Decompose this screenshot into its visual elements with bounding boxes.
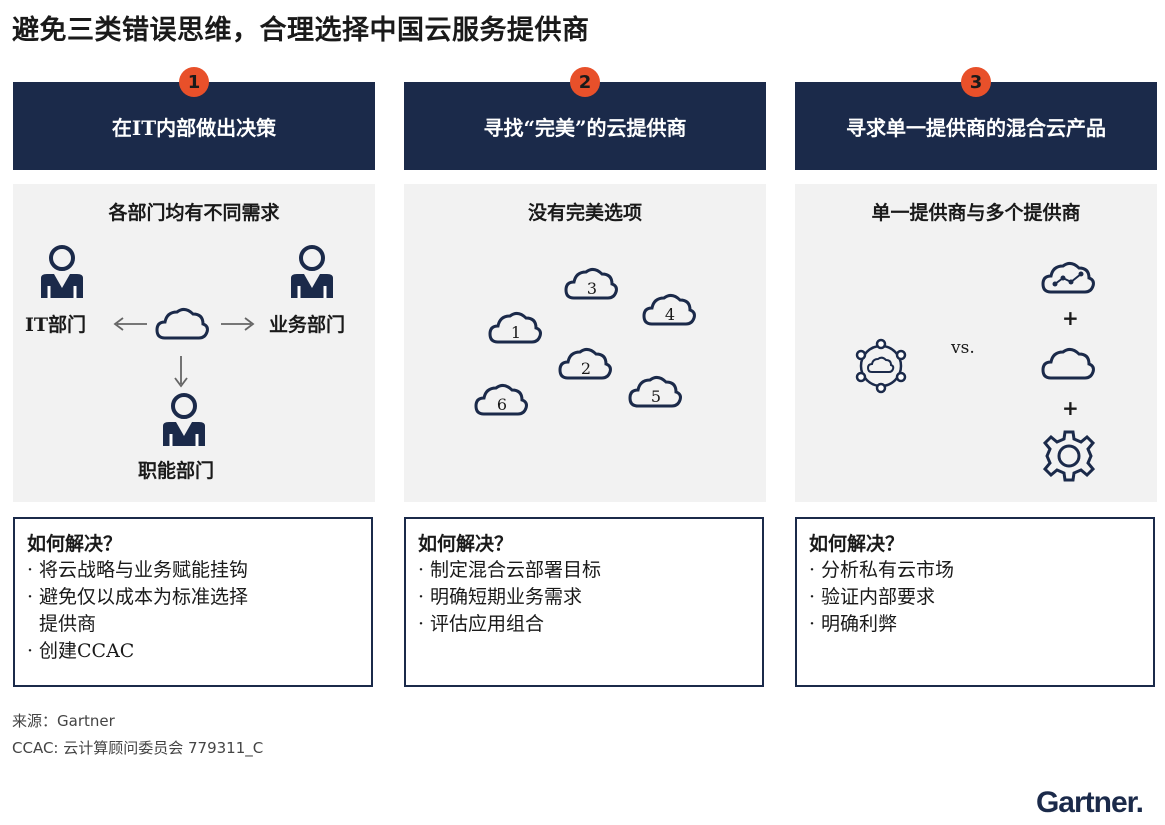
- list-item: ·分析私有云市场: [809, 559, 955, 581]
- function-department-label: 职能部门: [138, 460, 215, 482]
- cloud-number-label: 4: [665, 305, 675, 324]
- plus-sign: +: [1062, 306, 1079, 330]
- list-item: ·验证内部要求: [809, 586, 936, 608]
- source-footnote: 来源：Gartner: [12, 712, 115, 730]
- numbered-cloud-3: 3: [564, 267, 618, 300]
- numbered-cloud-1: 1: [488, 311, 542, 344]
- list-item: ·将云战略与业务赋能挂钩: [27, 559, 249, 581]
- cloud-number-label: 5: [651, 387, 661, 406]
- function-person-icon: [163, 393, 205, 446]
- column-1-panel: 各部门均有不同需求 IT部门 业务部门 职能部门: [13, 184, 375, 502]
- gear-icon: [1042, 430, 1096, 482]
- list-item: ·明确短期业务需求: [418, 586, 583, 608]
- cloud-number-label: 1: [511, 323, 521, 342]
- numbered-cloud-5: 5: [628, 375, 682, 408]
- column-2-panel-title: 没有完美选项: [527, 202, 642, 224]
- page-title: 避免三类错误思维，合理选择中国云服务提供商: [12, 15, 590, 46]
- cloud-number-label: 2: [581, 359, 591, 378]
- column-1-solution-box: 如何解决？ ·将云战略与业务赋能挂钩 ·避免仅以成本为标准选择 提供商 ·创建C…: [13, 517, 373, 687]
- cloud-analytics-icon: [1041, 261, 1095, 294]
- numbered-cloud-4: 4: [642, 293, 696, 326]
- numbered-cloud-2: 2: [558, 347, 612, 380]
- list-item: ·明确利弊: [809, 613, 898, 635]
- list-item: ·制定混合云部署目标: [418, 559, 602, 581]
- column-3-number-badge: 3: [961, 67, 991, 97]
- numbered-cloud-6: 6: [474, 383, 528, 416]
- gartner-logo: Gartner.: [1035, 786, 1144, 819]
- it-department-label: IT部门: [25, 314, 87, 336]
- cloud-icon: [155, 307, 209, 340]
- list-item-continuation: 提供商: [39, 613, 97, 635]
- column-3-solution-title: 如何解决？: [809, 533, 905, 555]
- column-1-number-badge: 1: [179, 67, 209, 97]
- list-item: ·避免仅以成本为标准选择: [27, 586, 249, 608]
- it-person-icon: [41, 245, 83, 298]
- arrow-down-icon: [174, 356, 188, 388]
- arrow-left-icon: [113, 317, 147, 331]
- business-person-icon: [291, 245, 333, 298]
- list-item: ·创建CCAC: [27, 640, 135, 662]
- column-1-solution-title: 如何解决？: [27, 533, 123, 555]
- column-3-panel-title: 单一提供商与多个提供商: [871, 202, 1081, 224]
- ccac-footnote: CCAC: 云计算顾问委员会 779311_C: [12, 739, 264, 757]
- arrow-right-icon: [221, 317, 255, 331]
- column-2-number-badge: 2: [570, 67, 600, 97]
- column-2-solution-box: 如何解决？ ·制定混合云部署目标 ·明确短期业务需求 ·评估应用组合: [404, 517, 764, 687]
- cloud-number-label: 3: [587, 279, 597, 298]
- column-2-header: 寻找“完美”的云提供商: [404, 82, 766, 170]
- cloud-number-label: 6: [497, 395, 507, 414]
- column-3-panel: 单一提供商与多个提供商 vs. + +: [795, 184, 1157, 502]
- column-1-panel-title: 各部门均有不同需求: [108, 202, 280, 224]
- list-item: ·评估应用组合: [418, 613, 545, 635]
- vs-label: vs.: [951, 338, 975, 358]
- network-cloud-icon: [855, 338, 907, 394]
- plus-sign: +: [1062, 396, 1079, 420]
- business-department-label: 业务部门: [269, 314, 346, 336]
- cloud-icon: [1041, 347, 1095, 380]
- column-2-solution-title: 如何解决？: [418, 533, 514, 555]
- column-3-solution-box: 如何解决？ ·分析私有云市场 ·验证内部要求 ·明确利弊: [795, 517, 1155, 687]
- column-2-panel: 没有完美选项 1 2 3 4 5 6: [404, 184, 766, 502]
